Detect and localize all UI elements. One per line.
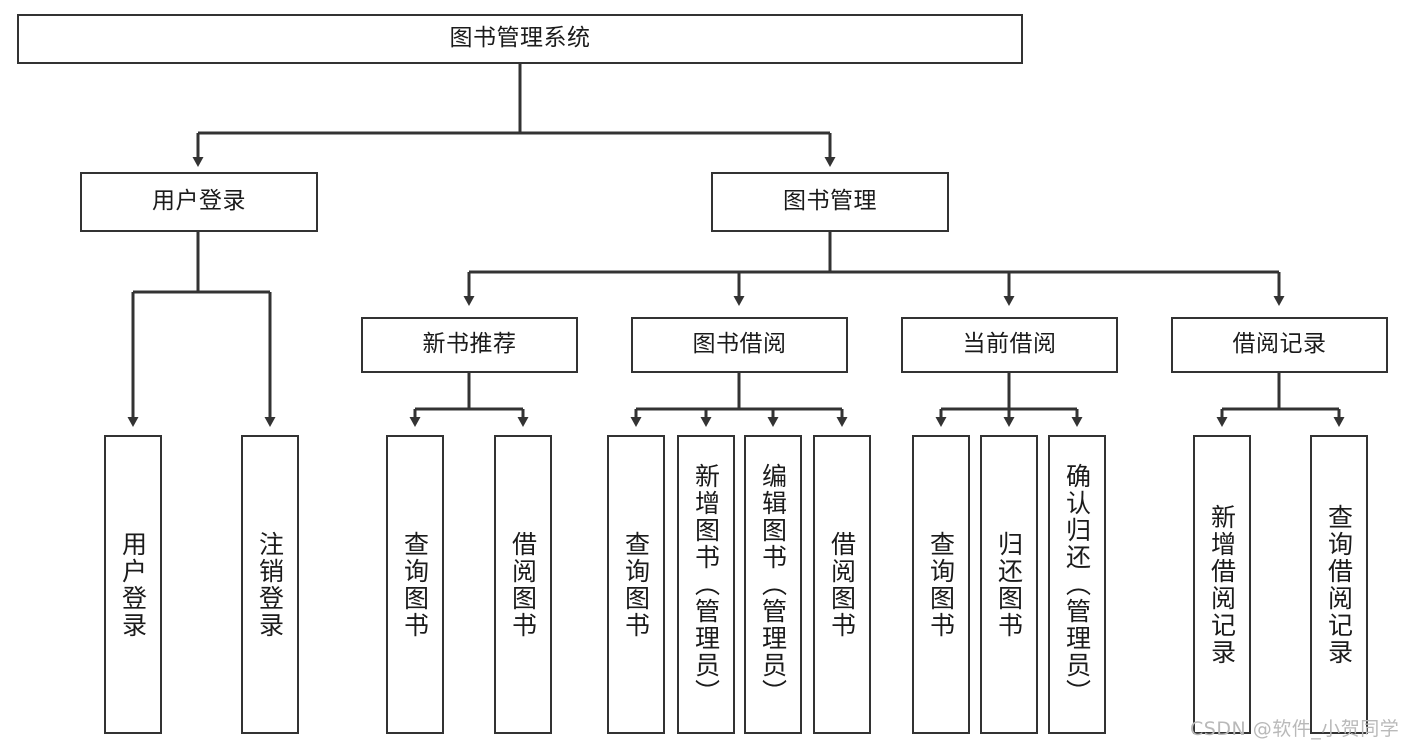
leaf-query-borrow-record[interactable]: 查询借阅记录	[1310, 435, 1368, 734]
leaf-user-login[interactable]: 用户登录	[104, 435, 162, 734]
leaf-borrow-book-recommend[interactable]: 借阅图书	[494, 435, 552, 734]
leaf-query-book-recommend[interactable]: 查询图书	[386, 435, 444, 734]
leaf-return-book[interactable]: 归还图书	[980, 435, 1038, 734]
leaf-add-book-admin[interactable]: 新增图书（管理员）	[677, 435, 735, 734]
node-label: 查询图书	[926, 530, 956, 639]
node-label: 新书推荐	[422, 331, 517, 358]
node-label: 注销登录	[255, 530, 285, 639]
node-root-library-system[interactable]: 图书管理系统	[17, 14, 1023, 64]
node-label: 图书借阅	[692, 331, 787, 358]
node-label: 图书管理	[783, 188, 877, 215]
node-label: 新增图书（管理员）	[691, 463, 721, 706]
leaf-query-book-borrow[interactable]: 查询图书	[607, 435, 665, 734]
node-label: 查询图书	[400, 530, 430, 639]
node-user-login[interactable]: 用户登录	[80, 172, 318, 232]
node-borrow-records[interactable]: 借阅记录	[1171, 317, 1388, 373]
node-label: 查询图书	[621, 530, 651, 639]
node-label: 新增借阅记录	[1207, 503, 1237, 666]
node-label: 借阅图书	[508, 530, 538, 639]
node-label: 借阅图书	[827, 530, 857, 639]
leaf-query-book-current[interactable]: 查询图书	[912, 435, 970, 734]
leaf-borrow-book[interactable]: 借阅图书	[813, 435, 871, 734]
node-label: 编辑图书（管理员）	[758, 463, 788, 706]
node-book-borrow[interactable]: 图书借阅	[631, 317, 848, 373]
watermark-text: CSDN @软件_小贺同学	[1190, 718, 1400, 740]
node-label: 确认归还（管理员）	[1062, 463, 1092, 706]
node-book-management[interactable]: 图书管理	[711, 172, 949, 232]
leaf-edit-book-admin[interactable]: 编辑图书（管理员）	[744, 435, 802, 734]
node-label: 当前借阅	[962, 331, 1057, 358]
node-current-borrow[interactable]: 当前借阅	[901, 317, 1118, 373]
node-label: 借阅记录	[1232, 331, 1327, 358]
node-label: 用户登录	[152, 188, 246, 215]
node-label: 用户登录	[118, 530, 148, 639]
node-label: 图书管理系统	[449, 25, 591, 52]
leaf-confirm-return-admin[interactable]: 确认归还（管理员）	[1048, 435, 1106, 734]
node-new-book-recommend[interactable]: 新书推荐	[361, 317, 578, 373]
leaf-add-borrow-record[interactable]: 新增借阅记录	[1193, 435, 1251, 734]
node-label: 查询借阅记录	[1324, 503, 1354, 666]
leaf-logout[interactable]: 注销登录	[241, 435, 299, 734]
node-label: 归还图书	[994, 530, 1024, 639]
